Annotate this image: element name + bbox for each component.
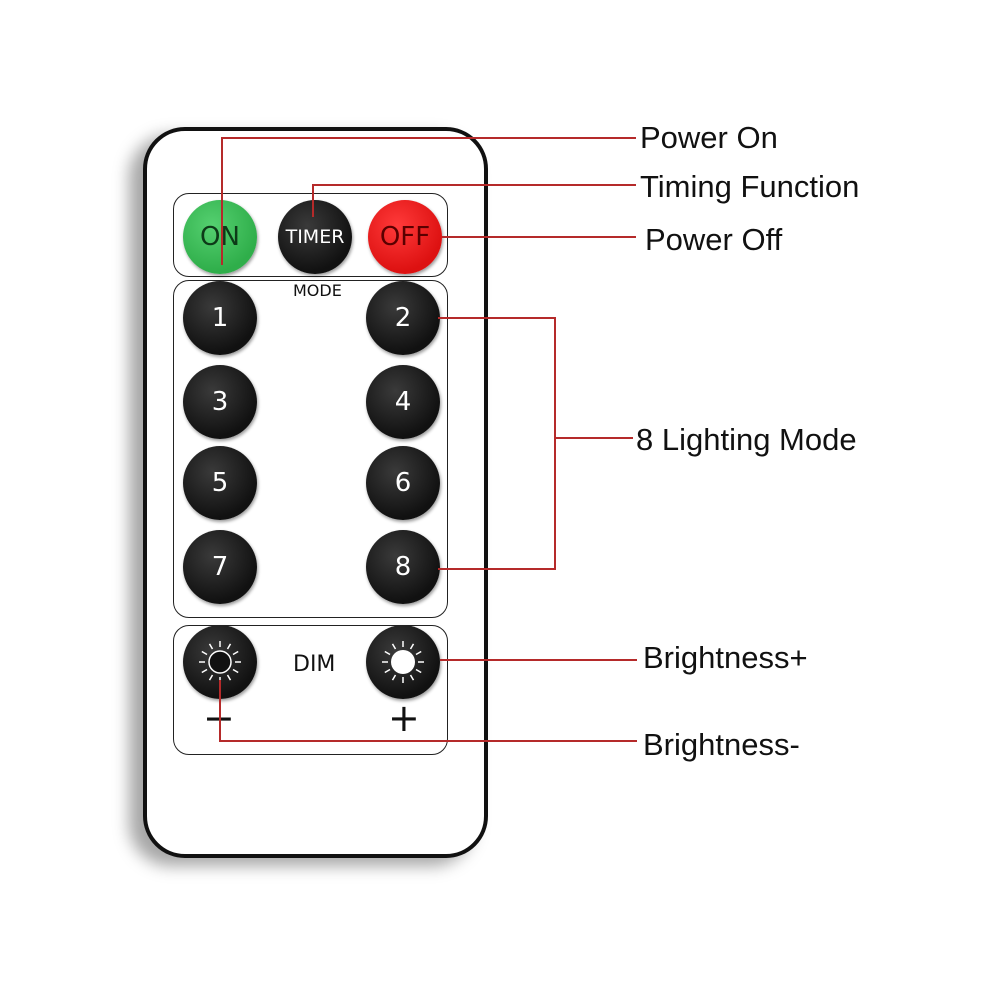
mode-button-4[interactable]: 4	[366, 365, 440, 439]
sun-ray	[384, 668, 391, 674]
sun-ray	[409, 674, 415, 681]
mode-label: 3	[211, 387, 229, 417]
brightness-down-button[interactable]	[183, 625, 257, 699]
sun-ray	[226, 674, 232, 681]
sun-ray	[208, 643, 214, 650]
mode-label: 6	[394, 468, 412, 498]
off-label: OFF	[379, 222, 431, 252]
sun-ray	[201, 668, 208, 674]
sun-ray	[391, 643, 397, 650]
sun-ray	[384, 650, 391, 656]
mode-button-5[interactable]: 5	[183, 446, 257, 520]
mode-label: 5	[211, 468, 229, 498]
modes-line-top	[438, 317, 556, 570]
mode-button-6[interactable]: 6	[366, 446, 440, 520]
dim-caption: DIM	[293, 652, 336, 677]
mode-label: 7	[211, 552, 229, 582]
on-label: ON	[200, 222, 240, 252]
mode-label: 1	[211, 303, 229, 333]
timer-button[interactable]: TIMER	[278, 200, 352, 274]
sun-ray	[409, 643, 415, 650]
mode-button-7[interactable]: 7	[183, 530, 257, 604]
timer-label: TIMER	[285, 226, 345, 248]
sun-ray	[232, 650, 239, 656]
dim-group	[173, 625, 448, 755]
sun-ray	[232, 668, 239, 674]
mode-label: 4	[394, 387, 412, 417]
callout-brightness-plus: Brightness+	[643, 640, 808, 675]
power-on-line	[221, 137, 636, 265]
sun-ray	[201, 650, 208, 656]
sun-ray	[226, 643, 232, 650]
minus-sign: −	[203, 696, 235, 740]
sun-ray	[415, 668, 422, 674]
sun-dim-icon	[199, 641, 241, 683]
sun-ray	[391, 674, 397, 681]
callout-timing: Timing Function	[640, 169, 860, 204]
sun-ray	[415, 650, 422, 656]
callout-power-off: Power Off	[645, 222, 783, 257]
power-group	[173, 193, 448, 277]
mode-caption: MODE	[293, 281, 342, 300]
mode-button-2[interactable]: 2	[366, 281, 440, 355]
callout-modes: 8 Lighting Mode	[636, 422, 857, 457]
sun-bright-icon	[382, 641, 424, 683]
callout-brightness-minus: Brightness-	[643, 727, 800, 762]
mode-label: 8	[394, 552, 412, 582]
mode-button-8[interactable]: 8	[366, 530, 440, 604]
on-button[interactable]: ON	[183, 200, 257, 274]
timing-line	[312, 184, 636, 217]
brightness-up-button[interactable]	[366, 625, 440, 699]
mode-button-1[interactable]: 1	[183, 281, 257, 355]
mode-group	[173, 280, 448, 618]
plus-sign: +	[388, 696, 420, 740]
mode-button-3[interactable]: 3	[183, 365, 257, 439]
sun-ray	[208, 674, 214, 681]
off-button[interactable]: OFF	[368, 200, 442, 274]
brightness-minus-line	[219, 680, 637, 742]
mode-label: 2	[394, 303, 412, 333]
callout-power-on: Power On	[640, 120, 778, 155]
